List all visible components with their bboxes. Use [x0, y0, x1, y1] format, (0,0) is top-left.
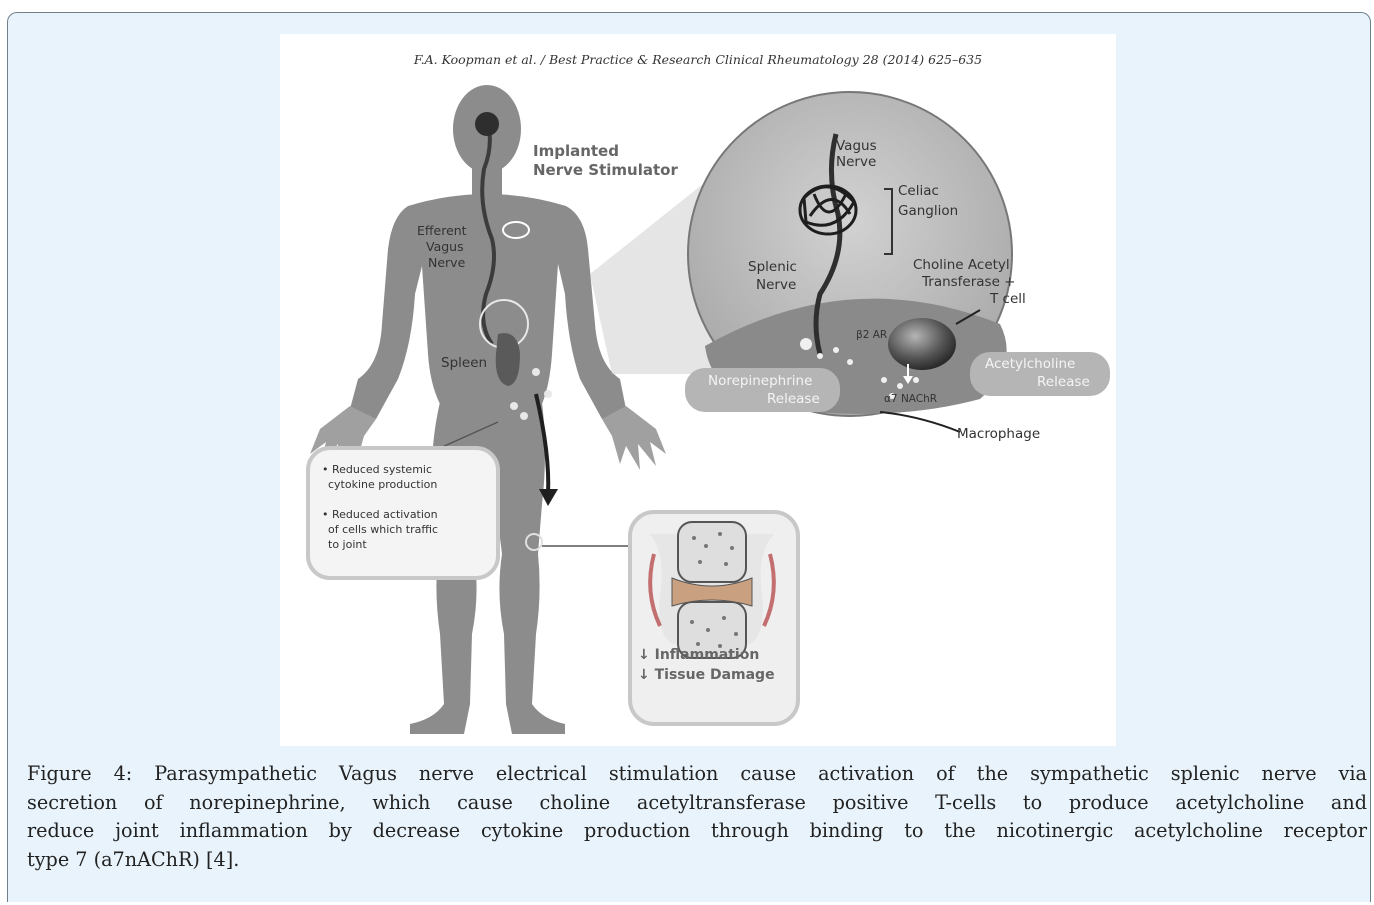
- label-norepinephrine: Norepinephrine: [708, 374, 812, 389]
- t-cell: [888, 318, 956, 370]
- label-efferent: Efferent: [417, 224, 467, 238]
- label-b2ar: β2 AR: [856, 330, 887, 341]
- caption-line-4: type 7 (a7nAChR) [4].: [27, 846, 1367, 875]
- body-silhouette: [310, 85, 666, 734]
- label-splenic: Splenic: [748, 260, 797, 275]
- label-zoom-nerve: Nerve: [836, 155, 876, 170]
- citation-header: F.A. Koopman et al. / Best Practice & Re…: [280, 52, 1116, 67]
- label-choline-1: Choline Acetyl: [913, 258, 1010, 273]
- label-vagus: Vagus: [426, 240, 464, 254]
- label-choline-2: Transferase +: [922, 275, 1016, 290]
- bullet-2a: • Reduced activation: [322, 509, 438, 521]
- label-norepinephrine-release: Release: [767, 392, 820, 407]
- caption-line-2: secretion of norepinephrine, which cause…: [27, 789, 1367, 818]
- label-splenic-nerve: Nerve: [756, 278, 796, 293]
- label-nerve-stimulator: Nerve Stimulator: [533, 162, 678, 178]
- caption-line-1: Figure 4: Parasympathetic Vagus nerve el…: [27, 760, 1367, 789]
- label-macrophage: Macrophage: [957, 427, 1040, 442]
- label-tissue-damage: ↓ Tissue Damage: [638, 668, 775, 683]
- label-spleen: Spleen: [441, 356, 487, 371]
- figure-illustration: [280, 34, 1116, 746]
- bullet-2c: to joint: [328, 539, 367, 551]
- bullet-2b: of cells which traffic: [328, 524, 438, 536]
- spleen-organ: [496, 333, 520, 386]
- bullet-1b: cytokine production: [328, 479, 437, 491]
- label-a7nachr: α7 NAChR: [884, 394, 937, 405]
- label-ganglion: Ganglion: [898, 204, 958, 219]
- bullet-1a: • Reduced systemic: [322, 464, 432, 476]
- label-celiac: Celiac: [898, 184, 939, 199]
- label-inflammation: ↓ Inflammation: [638, 648, 759, 663]
- label-implanted: Implanted: [533, 143, 619, 159]
- figure-caption: Figure 4: Parasympathetic Vagus nerve el…: [27, 760, 1367, 874]
- joint-illustration: [650, 522, 774, 658]
- figure-image: F.A. Koopman et al. / Best Practice & Re…: [280, 34, 1116, 746]
- label-nerve: Nerve: [428, 256, 465, 270]
- brain-nerve-cluster: [475, 112, 499, 136]
- label-acetylcholine-release: Release: [1037, 375, 1090, 390]
- label-zoom-vagus: Vagus: [836, 139, 877, 154]
- caption-line-3: reduce joint inflammation by decrease cy…: [27, 817, 1367, 846]
- label-choline-3: T cell: [990, 292, 1026, 307]
- label-acetylcholine: Acetylcholine: [985, 357, 1075, 372]
